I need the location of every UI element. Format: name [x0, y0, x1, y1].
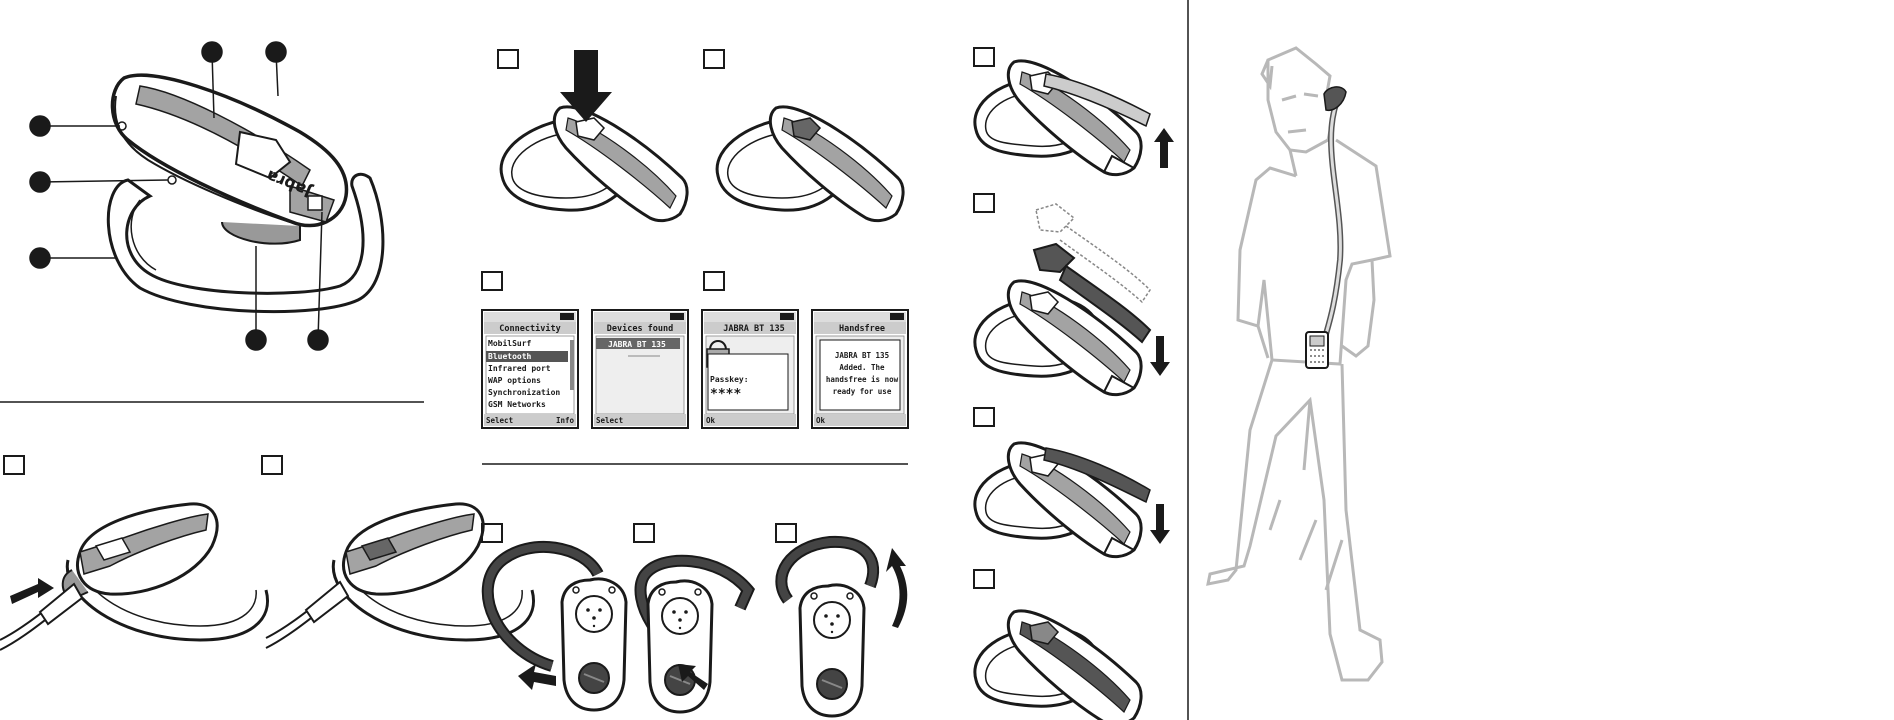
headset-overview-illustration: Jabra [108, 75, 383, 311]
swap-step-1 [974, 48, 1174, 175]
swap-step-3 [974, 408, 1170, 557]
menu-item-selected[interactable]: Bluetooth [488, 352, 532, 361]
soft-key-left[interactable]: Select [596, 416, 623, 425]
menu-item[interactable]: WAP options [488, 375, 541, 385]
screen-title: Connectivity [499, 323, 560, 334]
menu-item[interactable]: Infrared port [488, 364, 551, 373]
phone-screen-handsfree-added: Handsfree JABRA BT 135 Added. The handsf… [812, 310, 908, 428]
step-box-screens-a [482, 272, 502, 290]
swap-step-2 [974, 194, 1170, 395]
swap-step-4 [974, 570, 1141, 720]
person-wearing-headset-illustration [1208, 48, 1390, 680]
charging-step-1 [0, 456, 268, 650]
soft-key-right[interactable]: Info [556, 416, 575, 425]
earhook-step-2 [634, 524, 748, 712]
pairing-step-press-button [498, 50, 687, 221]
device-list-item[interactable]: JABRA BT 135 [608, 340, 666, 349]
soft-key-left[interactable]: Select [486, 416, 513, 425]
phone-screen-passkey: JABRA BT 135 Passkey: **** Ok [702, 310, 798, 428]
dialog-line: ready for use [833, 387, 892, 396]
dialog-line: Added. The [839, 363, 885, 372]
phone-screen-connectivity: Connectivity MobilSurf Bluetooth Infrare… [482, 310, 578, 428]
phone-screen-devices-found: Devices found JABRA BT 135 Select [592, 310, 688, 428]
step-box-screens-b [704, 272, 724, 290]
menu-item[interactable]: Synchronization [488, 387, 560, 397]
soft-key-left[interactable]: Ok [816, 416, 826, 425]
dialog-line: JABRA BT 135 [835, 351, 889, 360]
pairing-step-light [704, 50, 903, 221]
menu-item[interactable]: GSM Networks [488, 400, 546, 409]
passkey-label: Passkey: [710, 375, 749, 384]
screen-title: Devices found [607, 323, 674, 334]
menu-item[interactable]: MobilSurf [488, 338, 532, 348]
soft-key-left[interactable]: Ok [706, 416, 716, 425]
passkey-input[interactable]: **** [710, 387, 741, 402]
dialog-line: handsfree is now [826, 375, 899, 384]
earhook-step-3 [776, 524, 907, 716]
screen-title: JABRA BT 135 [723, 324, 784, 334]
screen-title: Handsfree [839, 324, 885, 334]
